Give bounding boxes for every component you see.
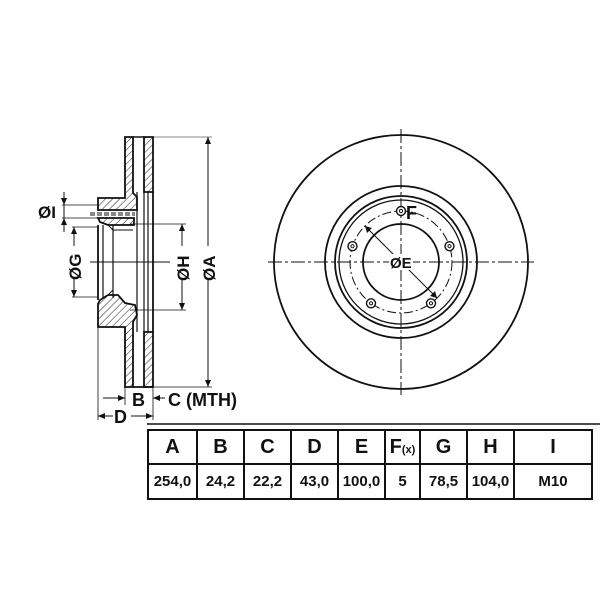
spec-header-F: F(x) — [384, 429, 421, 465]
spec-value-D: 43,0 — [290, 463, 339, 500]
section-hatch-lower-right — [143, 331, 154, 388]
bolt-hole-icon — [365, 298, 377, 309]
bolt-hole-icon — [425, 298, 437, 309]
spec-value-B: 24,2 — [196, 463, 245, 500]
spec-header-A: A — [147, 429, 198, 465]
spec-header-G: G — [419, 429, 468, 465]
spec-value-G: 78,5 — [419, 463, 468, 500]
spec-value-row: 254,0 24,2 22,2 43,0 100,0 5 78,5 104,0 … — [147, 463, 593, 500]
label-F: F — [406, 203, 417, 223]
label-dia-G: ØG — [66, 254, 85, 280]
bolt-hole-icon — [395, 205, 407, 217]
label-dia-I: ØI — [38, 203, 56, 222]
spec-value-I: M10 — [513, 463, 593, 500]
spec-header-C: C — [243, 429, 292, 465]
section-hatch-lower — [97, 294, 138, 388]
spec-header-D: D — [290, 429, 339, 465]
side-section-view: ØI ØG ØH ØA B C (MTH) — [38, 136, 237, 427]
spec-value-F: 5 — [384, 463, 421, 500]
spec-value-E: 100,0 — [337, 463, 386, 500]
spec-header-row: A B C D E F(x) G H I — [147, 429, 593, 465]
spec-header-B: B — [196, 429, 245, 465]
bolt-hole-icon — [444, 240, 455, 252]
front-view: ØE F — [268, 129, 534, 395]
section-hatch-upper-right — [143, 136, 154, 193]
bolt-holes — [347, 205, 455, 309]
hub-outer-circle — [334, 195, 468, 329]
section-hatch-upper — [97, 136, 138, 211]
spec-value-H: 104,0 — [466, 463, 515, 500]
section-hatch-bolt-lower — [96, 217, 135, 226]
label-dia-E: ØE — [390, 255, 412, 272]
spec-header-I: I — [513, 429, 593, 465]
label-B: B — [132, 390, 145, 410]
label-dia-H: ØH — [174, 256, 193, 282]
spec-header-H: H — [466, 429, 515, 465]
spec-table: A B C D E F(x) G H I 254,0 24,2 22,2 43,… — [147, 429, 593, 500]
spec-value-A: 254,0 — [147, 463, 198, 500]
label-C-mth: C (MTH) — [168, 390, 237, 410]
bolt-hole-icon — [347, 240, 358, 252]
label-D: D — [114, 407, 127, 427]
label-dia-A: ØA — [200, 256, 219, 282]
spec-value-C: 22,2 — [243, 463, 292, 500]
spec-header-F-sub: (x) — [401, 443, 416, 456]
spec-header-E: E — [337, 429, 386, 465]
